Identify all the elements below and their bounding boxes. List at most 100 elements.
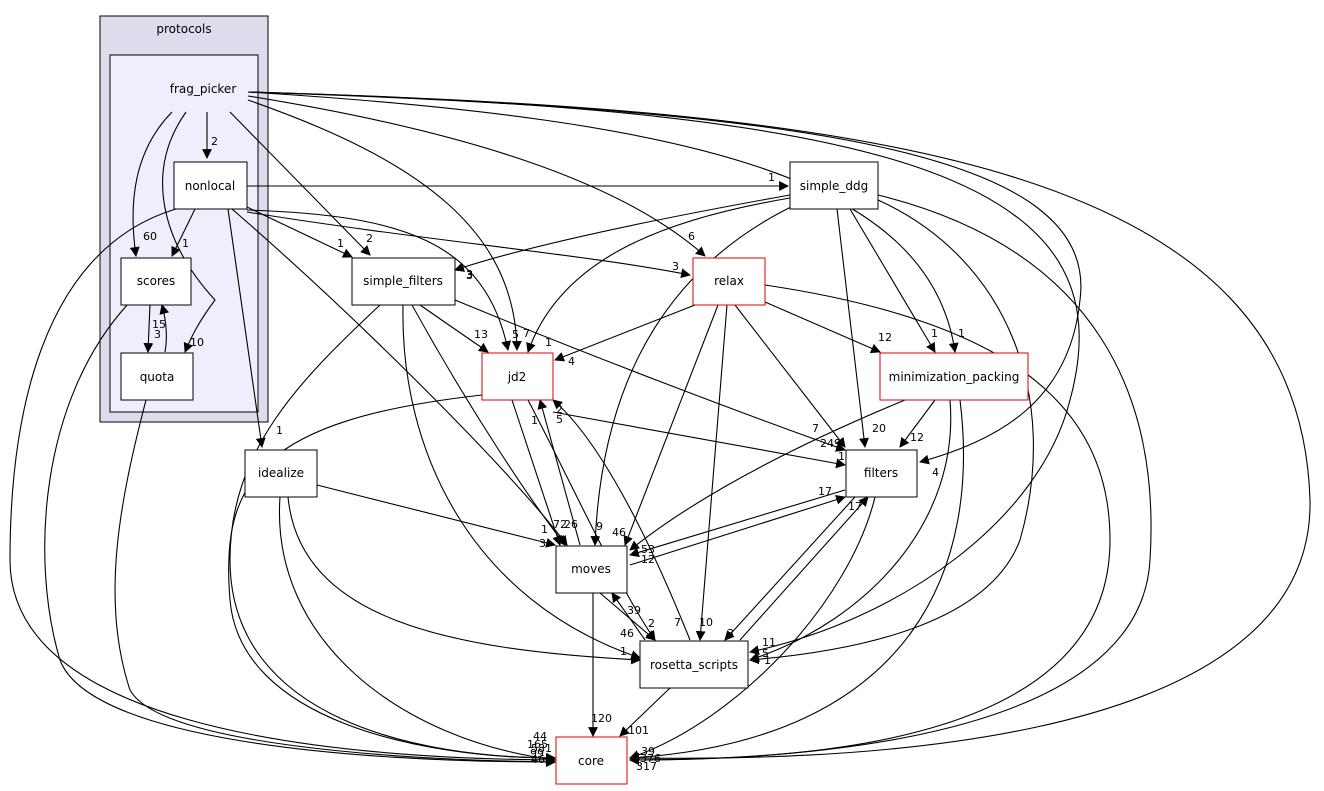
edge-label-idealize-rosetta: 46 (620, 627, 634, 640)
node-scores[interactable]: scores (120, 257, 192, 306)
edge-label-jd2-moves-b: 1 (531, 414, 538, 427)
edge-label-relax-filters: 7 (812, 422, 819, 435)
node-idealize-label[interactable]: idealize (258, 466, 304, 480)
edge-fp-scores (129, 111, 173, 257)
edge-label-jd2-rosetta: 7 (674, 616, 681, 629)
edge-nonlocal-relax (246, 211, 691, 279)
edge-label-fp-min-packing: 1 (958, 327, 965, 340)
edge-simple-filters-moves (411, 304, 566, 546)
edge-label-min-packing-moves: 53 (641, 543, 655, 556)
edge-idealize-moves (316, 484, 556, 548)
edge-simple-ddg-filters (836, 208, 869, 448)
edge-simple-filters-jd2 (419, 304, 489, 353)
edge-jd2-filters (552, 411, 846, 469)
node-simple-ddg-label[interactable]: simple_ddg (800, 179, 868, 193)
node-jd2[interactable]: jd2 (481, 352, 554, 401)
edge-label-jd2-filters: 1 (838, 450, 845, 463)
node-quota-label[interactable]: quota (140, 370, 175, 384)
edge-rosetta-filters (739, 496, 869, 641)
edge-label-core-left-c: 581 (531, 742, 552, 755)
edge-label-fp-nonlocal: 2 (211, 135, 218, 148)
edge-label-nonlocal-relax: 3 (672, 260, 679, 273)
node-quota[interactable]: quota (120, 352, 194, 401)
edge-label-nonlocal-simple-ddg: 1 (768, 171, 775, 184)
edge-label-rosetta-core: 101 (628, 724, 649, 737)
edge-label-moves-rosetta: 2 (648, 617, 655, 630)
edge-label-simple-filters-filters: 249 (820, 437, 841, 450)
node-filters-label[interactable]: filters (864, 466, 898, 480)
edge-fp-min-packing (247, 91, 959, 353)
node-scores-label[interactable]: scores (137, 274, 176, 288)
node-idealize[interactable]: idealize (244, 449, 318, 498)
edge-fp-core (247, 91, 1311, 764)
node-relax-label[interactable]: relax (714, 274, 744, 288)
edge-nonlocal-jd2 (246, 209, 512, 351)
edge-label-core-left-d: 99 (530, 747, 544, 760)
node-nonlocal-label[interactable]: nonlocal (185, 179, 236, 193)
edge-label-min-packing-filters: 12 (910, 431, 924, 444)
edge-min-packing-moves (629, 399, 906, 551)
edge-min-packing-filters (899, 399, 936, 448)
node-simple-filters-label[interactable]: simple_filters (363, 274, 443, 288)
node-rosetta-scripts[interactable]: rosetta_scripts (639, 640, 749, 689)
edge-fp-jd2 (247, 99, 522, 351)
edge-label-moves-core: 120 (591, 712, 612, 725)
edge-label-nonlocal-moves: 1 (541, 523, 548, 536)
node-simple-ddg[interactable]: simple_ddg (789, 161, 879, 210)
edge-label-min-packing-rosetta: 5 (762, 647, 769, 660)
edge-simple-ddg-rosetta (749, 199, 1034, 665)
edge-label-nonlocal-jd2: 3 (466, 268, 473, 281)
edge-fp-simple-filters (229, 111, 371, 256)
edge-label-relax-min-packing: 12 (878, 331, 892, 344)
edge-label-fp-relax: 6 (688, 230, 695, 243)
cluster-protocols-label: protocols (156, 22, 211, 36)
edge-label-relax-moves: 46 (612, 526, 626, 539)
edge-idealize-rosetta (287, 496, 641, 665)
edge-nonlocal-simple-filters (246, 206, 353, 258)
edge-filters-moves (629, 489, 846, 558)
edge-quota-scores (159, 304, 170, 353)
edge-rosetta-moves (611, 592, 646, 641)
edge-rosetta-jd2 (552, 399, 691, 641)
edge-label-fp-quota: 10 (190, 336, 204, 349)
edge-simple-ddg-min-packing (849, 208, 936, 353)
frag-picker-label[interactable]: frag_picker (170, 82, 237, 96)
edge-label-quota-scores: 15 (152, 318, 166, 331)
node-relax[interactable]: relax (692, 257, 766, 306)
node-core[interactable]: core (555, 736, 628, 785)
edge-relax-jd2 (554, 304, 696, 362)
edge-rosetta-core (619, 687, 671, 737)
edge-simple-ddg-simple-filters (454, 194, 791, 272)
node-core-label[interactable]: core (578, 754, 604, 768)
edge-relax-rosetta (695, 304, 728, 641)
edge-label-fp-filters: 4 (932, 466, 939, 479)
edge-fp-relax (247, 95, 706, 257)
node-moves[interactable]: moves (555, 545, 628, 594)
edge-label-nonlocal-idealize: 1 (276, 424, 283, 437)
edge-label-core-right-a: 39 (641, 745, 655, 758)
edge-min-packing-rosetta (749, 399, 952, 662)
node-moves-label[interactable]: moves (571, 562, 611, 576)
node-simple-filters[interactable]: simple_filters (351, 257, 456, 306)
node-minimization-packing[interactable]: minimization_packing (879, 352, 1029, 401)
edge-label-filters-rosetta: 3 (727, 627, 734, 640)
node-rosetta-scripts-label[interactable]: rosetta_scripts (650, 658, 738, 672)
node-jd2-label[interactable]: jd2 (507, 370, 527, 384)
edge-label-simple-ddg-moves: 9 (596, 520, 603, 533)
edge-moves-rosetta (599, 592, 656, 641)
node-filters[interactable]: filters (845, 449, 918, 498)
node-nonlocal[interactable]: nonlocal (173, 161, 248, 210)
edge-label-moves-filters: 17 (818, 485, 832, 498)
edge-label-fp-jd2: 7 (523, 327, 530, 340)
edge-label-simple-ddg-min-packing: 1 (931, 327, 938, 340)
node-minimization-packing-label[interactable]: minimization_packing (889, 370, 1020, 384)
edge-label-nonlocal-scores: 1 (182, 237, 189, 250)
edge-moves-filters (629, 494, 846, 566)
edge-label-core-right-b: 376 (640, 752, 661, 765)
edge-simple-ddg-jd2 (526, 197, 791, 353)
edge-label-simple-filters-jd2b: 5 (512, 328, 519, 341)
edge-relax-min-packing (764, 301, 881, 353)
edge-label-simple-filters-moves: 72 (553, 518, 567, 531)
edge-simple-filters-rosetta (402, 304, 641, 660)
